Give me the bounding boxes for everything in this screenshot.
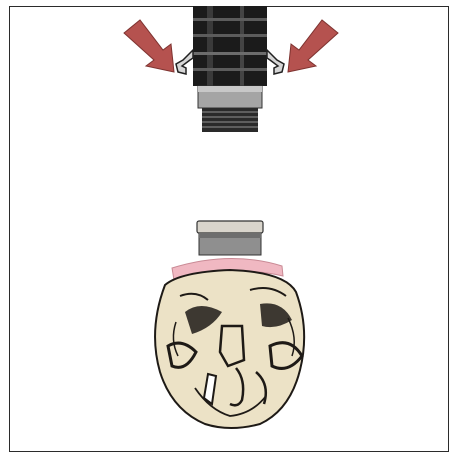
objective-lens-icon bbox=[176, 6, 284, 132]
headplate-icon bbox=[197, 221, 263, 255]
skull-icon bbox=[155, 258, 304, 428]
right-arrow-icon bbox=[288, 20, 338, 72]
left-arrow-icon bbox=[124, 20, 174, 72]
